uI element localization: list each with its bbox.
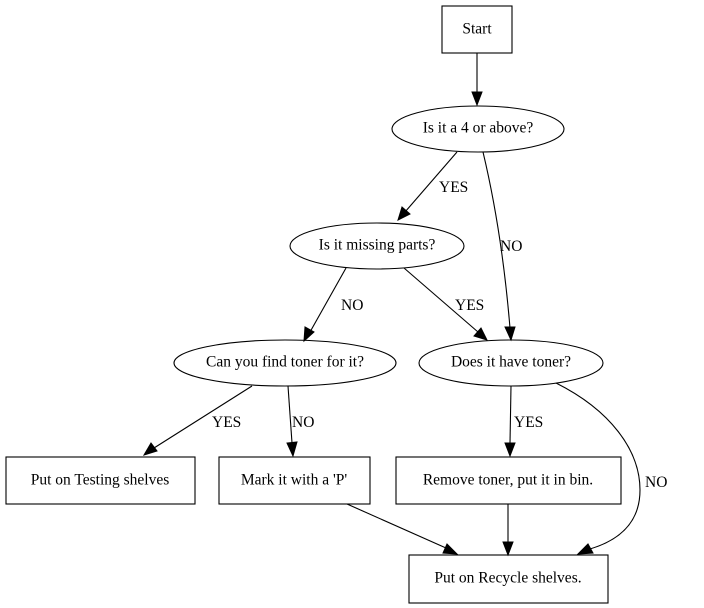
node-missing-parts: Is it missing parts? [289,222,465,270]
edge-label-four-yes: YES [439,179,468,196]
edge-has-no [555,382,641,555]
node-put-on-recycle-label: Put on Recycle shelves. [434,570,581,587]
edge-label-has-yes: YES [514,414,543,431]
edge-four-yes [397,151,458,221]
node-mark-with-p-label: Mark it with a 'P' [241,472,348,489]
edge-label-find-no: NO [292,414,314,431]
edge-find-no [286,385,298,458]
edge-label-has-no: NO [645,474,667,491]
edge-label-find-yes: YES [212,414,241,431]
node-put-on-testing: Put on Testing shelves [5,456,196,505]
node-find-toner: Can you find toner for it? [173,339,397,387]
node-mark-with-p: Mark it with a 'P' [218,456,371,505]
node-has-toner: Does it have toner? [418,339,604,387]
node-find-toner-label: Can you find toner for it? [206,354,364,371]
edge-remove-to-recycle [502,504,514,557]
node-start-label: Start [462,21,492,38]
edge-has-yes [504,385,516,458]
edge-four-no [482,151,516,342]
edge-missing-no [303,267,347,343]
edge-label-missing-yes: YES [455,297,484,314]
edge-start-to-four [471,53,483,107]
node-put-on-recycle: Put on Recycle shelves. [408,554,609,604]
node-has-toner-label: Does it have toner? [451,354,571,371]
node-remove-toner: Remove toner, put it in bin. [395,456,622,505]
edge-missing-yes [403,267,488,341]
edge-find-yes [142,385,253,456]
edge-label-missing-no: NO [341,297,363,314]
edge-mark-to-recycle [346,503,459,555]
node-four-or-above: Is it a 4 or above? [391,105,565,153]
edge-label-four-no: NO [500,238,522,255]
node-put-on-testing-label: Put on Testing shelves [31,472,170,489]
node-start: Start [441,5,513,54]
node-four-or-above-label: Is it a 4 or above? [423,120,534,137]
node-missing-parts-label: Is it missing parts? [319,237,436,254]
node-remove-toner-label: Remove toner, put it in bin. [423,472,593,489]
